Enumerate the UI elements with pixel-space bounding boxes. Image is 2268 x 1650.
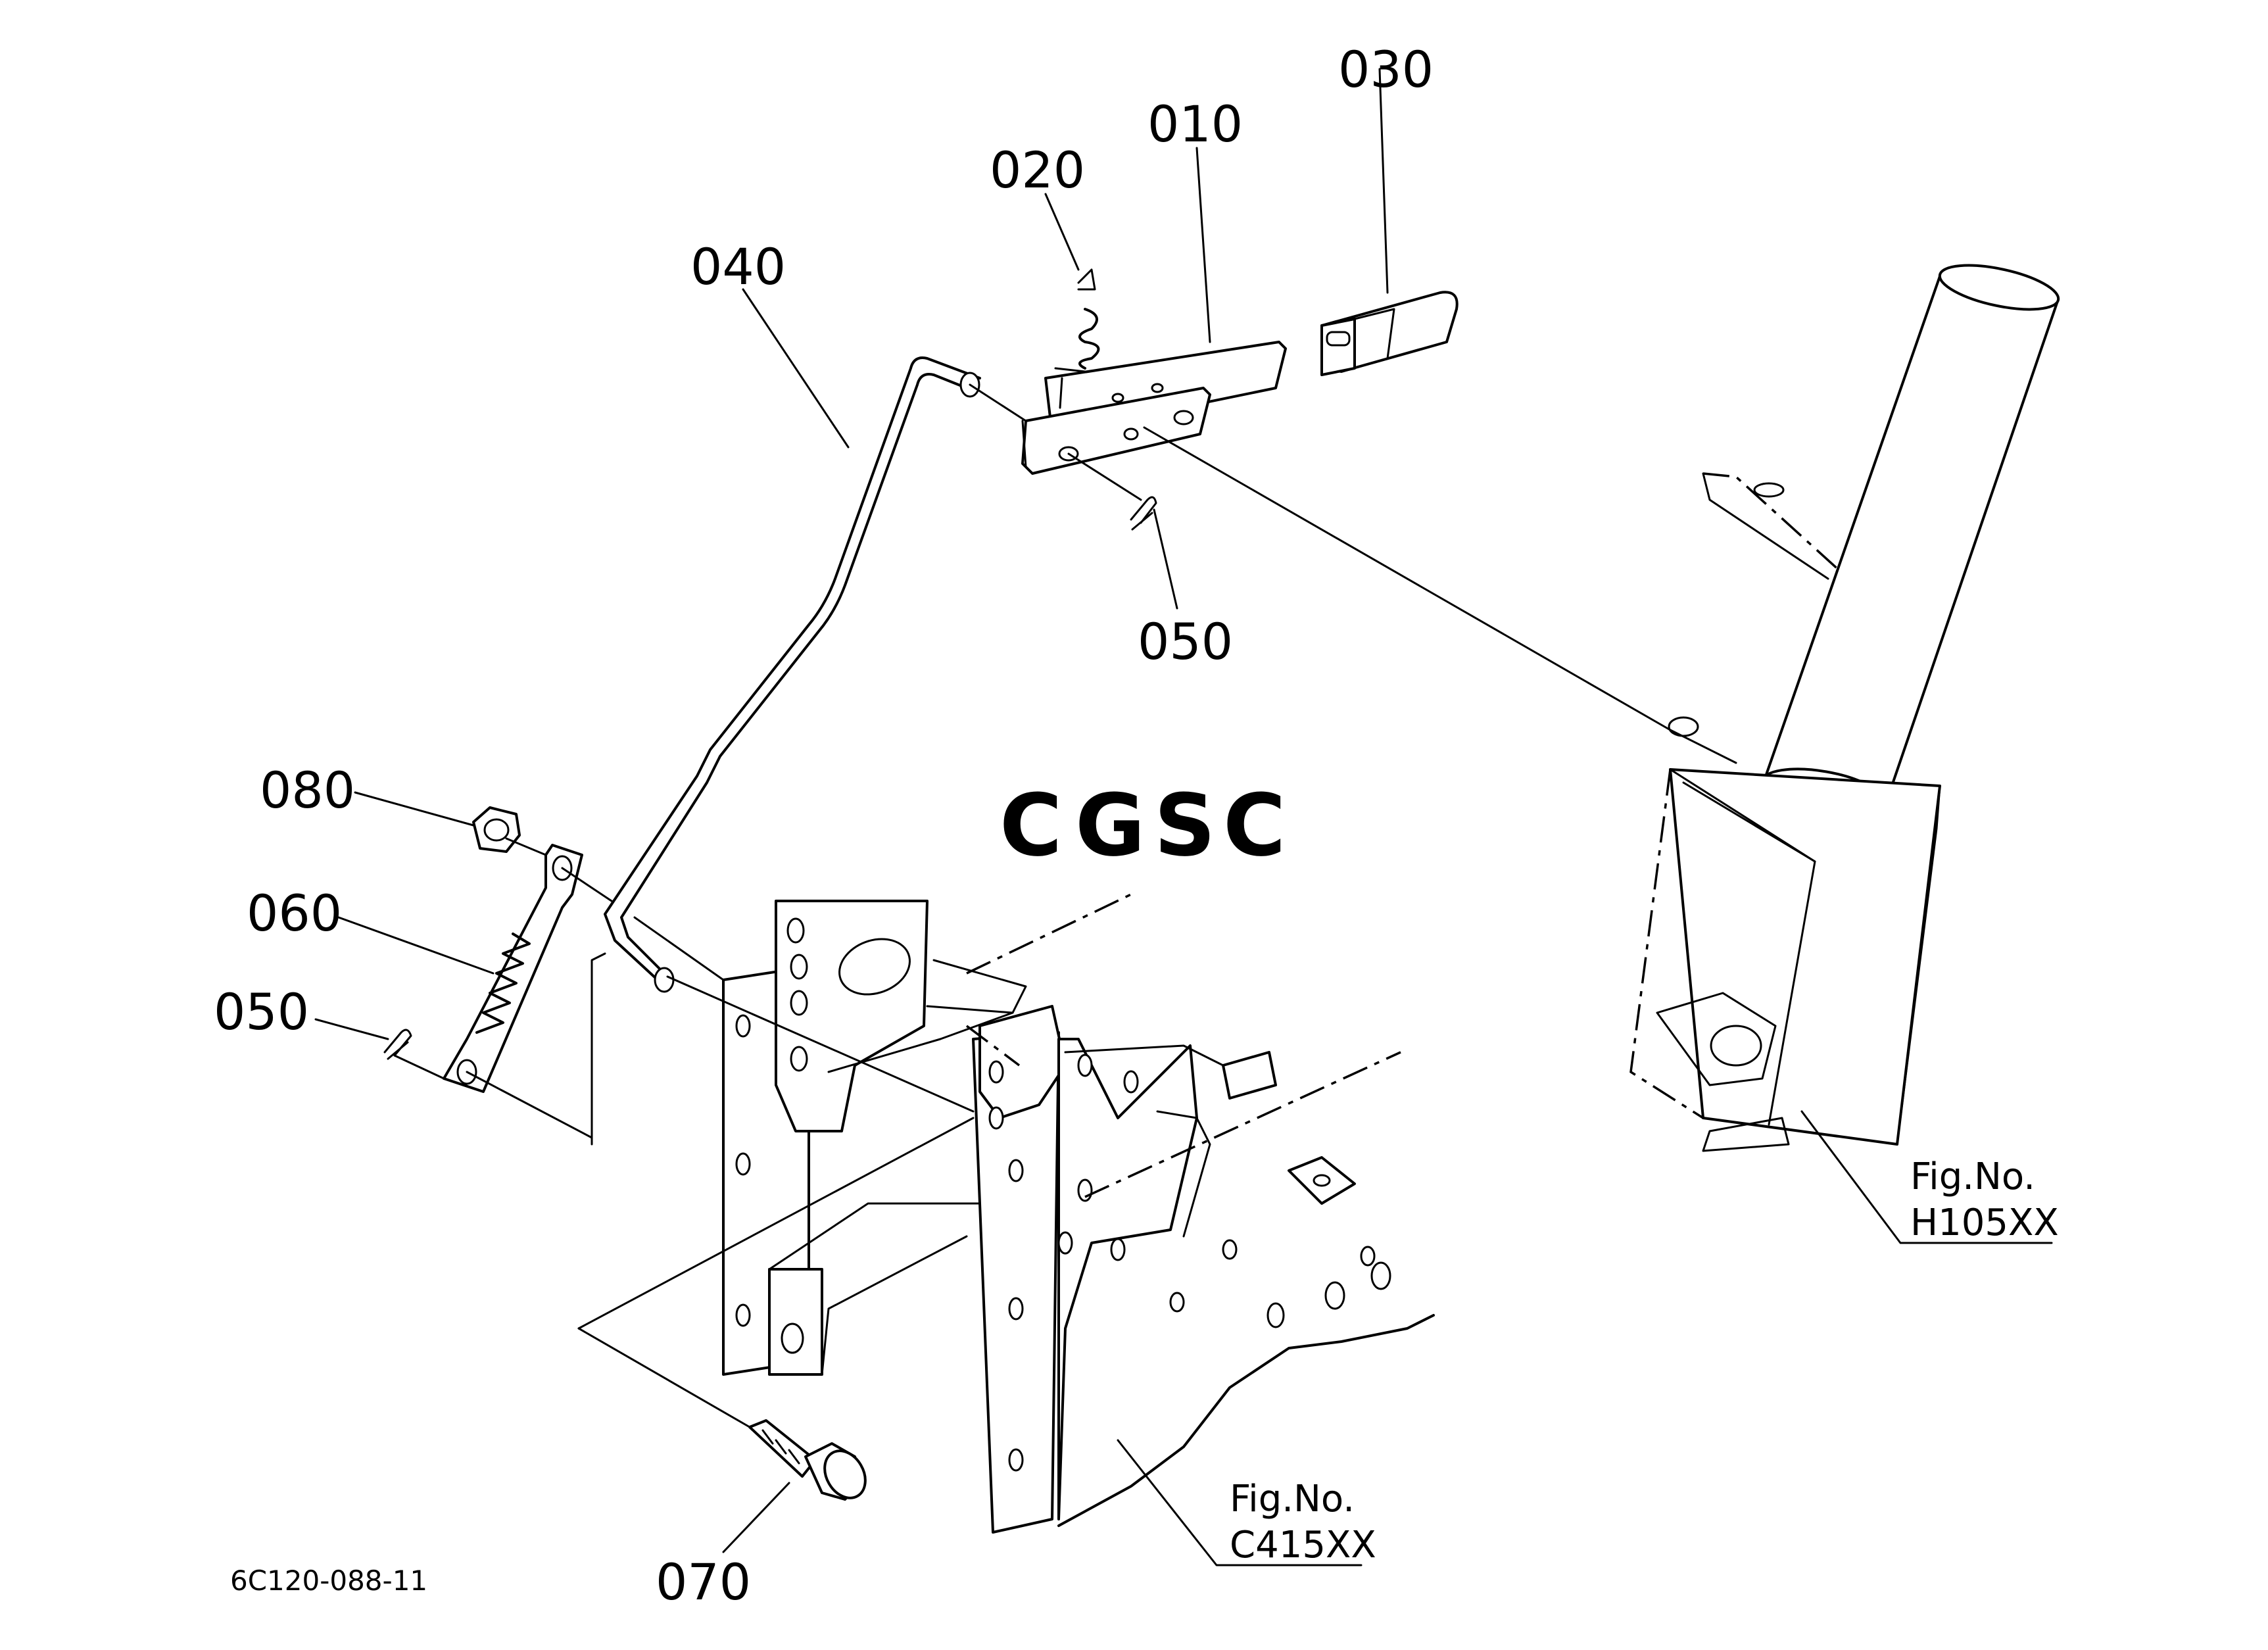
callout-080: 080	[260, 761, 355, 819]
callout-030: 030	[1338, 40, 1434, 99]
watermark-logo: C G S C	[1000, 775, 1286, 875]
callout-050-top: 050	[1138, 612, 1233, 671]
watermark-letter: S	[1154, 775, 1216, 875]
part-080-nut	[472, 806, 521, 853]
figure-ref-lower-line1: Fig.No.	[1230, 1478, 1355, 1520]
steering-column-assembly	[1629, 264, 2060, 1152]
callout-020: 020	[990, 141, 1085, 199]
callout-040: 040	[690, 237, 786, 296]
part-060-bracket	[443, 844, 583, 1093]
callout-labels: 030 010 020 040 050 080 060 050 070	[214, 40, 1434, 1611]
callout-010: 010	[1147, 95, 1243, 153]
callout-070: 070	[656, 1553, 751, 1611]
callout-050-left: 050	[214, 983, 309, 1041]
callout-060: 060	[247, 884, 342, 942]
figure-ref-lower: Fig.No. C415XX	[1230, 1478, 1376, 1566]
part-050-clip-top	[1130, 496, 1157, 531]
part-070-bolt	[748, 1419, 867, 1501]
figure-ref-lower-line2: C415XX	[1230, 1524, 1376, 1566]
part-050-clip-left	[383, 1029, 412, 1060]
figure-ref-upper: Fig.No. H105XX	[1910, 1155, 2059, 1244]
watermark-letter: C	[1000, 775, 1062, 875]
assembly-lines	[393, 383, 1672, 1428]
drawing-code: 6C120-088-11	[230, 1565, 427, 1597]
part-020-spring	[1054, 268, 1100, 409]
watermark-letter: G	[1075, 775, 1146, 875]
watermark-letter: C	[1223, 775, 1286, 875]
leader-lines	[314, 68, 2053, 1566]
figure-ref-upper-line1: Fig.No.	[1910, 1155, 2035, 1198]
part-040-lever-rod	[604, 356, 981, 993]
part-030-grip	[1320, 291, 1459, 376]
part-010-lever-plate	[1021, 341, 1287, 475]
figure-ref-upper-line2: H105XX	[1910, 1201, 2059, 1244]
frame-bracket-assembly	[722, 900, 1435, 1534]
